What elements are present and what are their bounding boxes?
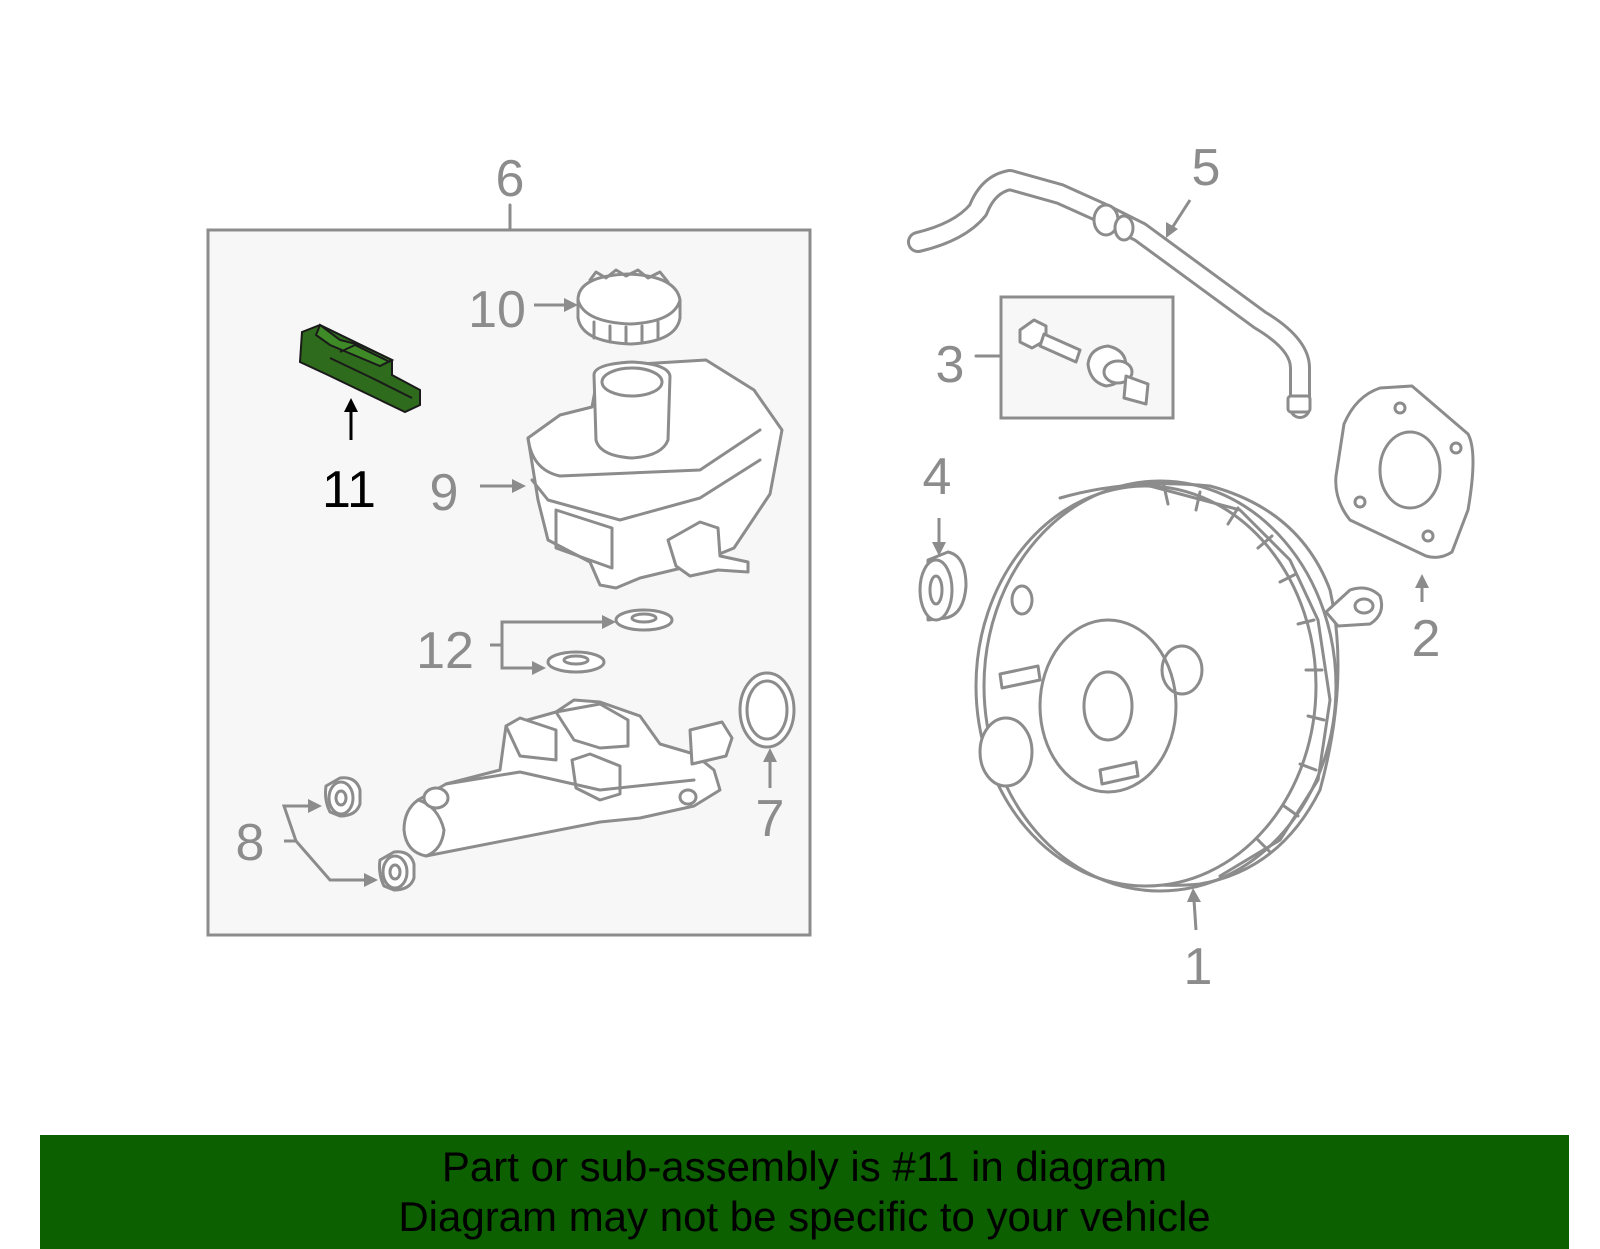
part-9-fluid-reservoir[interactable] — [526, 358, 784, 590]
part-2-gasket[interactable] — [1334, 384, 1475, 559]
callout-10[interactable]: 10 — [468, 281, 526, 339]
part-10-reservoir-cap[interactable] — [576, 268, 682, 346]
part-5-vacuum-hose[interactable] — [907, 169, 1312, 419]
callout-9[interactable]: 9 — [430, 464, 459, 522]
callout-2[interactable]: 2 — [1412, 610, 1441, 668]
callout-7[interactable]: 7 — [756, 790, 785, 848]
info-banner: Part or sub-assembly is #11 in diagram D… — [40, 1135, 1569, 1249]
part-1-brake-booster[interactable] — [974, 479, 1384, 893]
part-12-grommets[interactable] — [546, 608, 674, 674]
part-7-o-ring[interactable] — [738, 671, 796, 749]
banner-line-part-number: Part or sub-assembly is #11 in diagram — [441, 1143, 1168, 1190]
callout-12[interactable]: 12 — [416, 622, 474, 680]
part-8-seals[interactable] — [324, 776, 416, 892]
callout-11[interactable]: 11 — [322, 461, 376, 519]
callout-3[interactable]: 3 — [936, 336, 965, 394]
callout-5[interactable]: 5 — [1192, 139, 1221, 197]
part-11-sensor[interactable] — [298, 323, 421, 414]
part-3-bolts[interactable] — [1018, 318, 1150, 406]
callout-4[interactable]: 4 — [923, 448, 952, 506]
callout-6[interactable]: 6 — [496, 150, 525, 208]
master-cylinder-body[interactable] — [402, 698, 734, 858]
part-4-seal[interactable] — [918, 550, 968, 622]
banner-line-disclaimer: Diagram may not be specific to your vehi… — [398, 1193, 1211, 1240]
callout-8[interactable]: 8 — [236, 814, 265, 872]
callout-1[interactable]: 1 — [1184, 938, 1213, 996]
